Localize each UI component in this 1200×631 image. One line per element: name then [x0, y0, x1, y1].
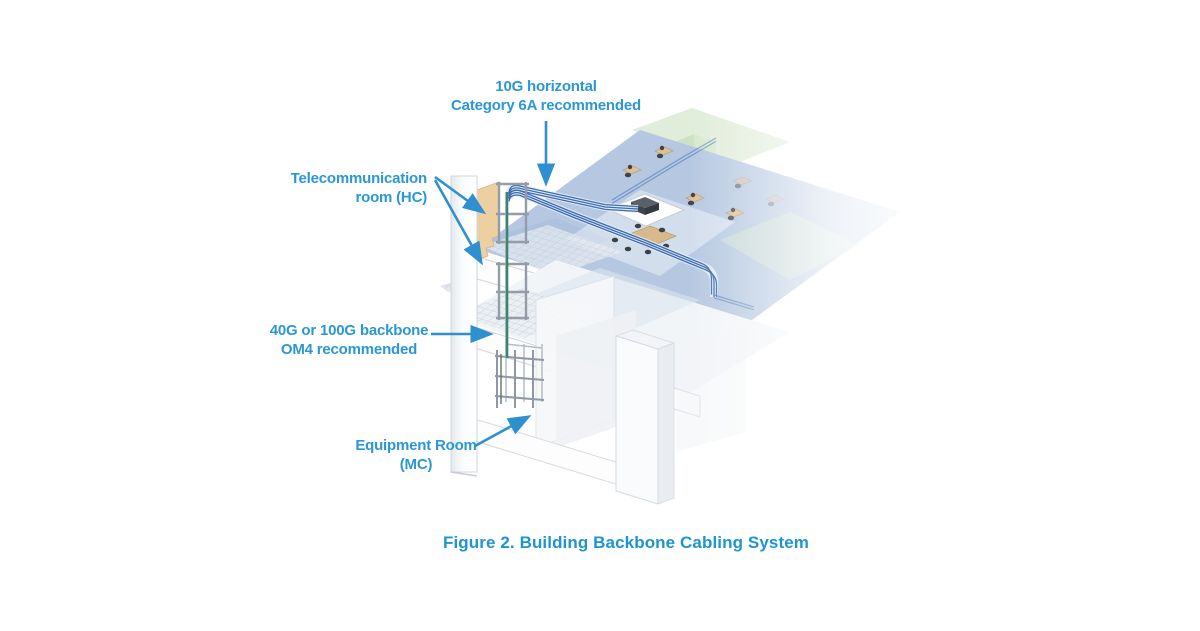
callout-line: 10G horizontal: [495, 78, 597, 95]
desk-cluster: [654, 145, 674, 159]
left-column: [450, 175, 478, 477]
callout-telecom-room: Telecommunication room (HC): [250, 169, 428, 207]
hc-rack-lower-floor: [496, 262, 529, 320]
callout-arrows: [431, 121, 556, 448]
telecom-upper-callout-arrow-icon: [434, 175, 487, 215]
callout-line: room (HC): [355, 189, 427, 206]
callout-line: Equipment Room: [355, 437, 477, 454]
center-column: [614, 329, 676, 505]
desk-cluster: [622, 164, 642, 178]
callout-line: Category 6A recommended: [451, 97, 641, 114]
callout-equipment-room: Equipment Room (MC): [346, 436, 486, 474]
backbone-riser-cable: [505, 192, 509, 358]
callout-line: OM4 recommended: [280, 341, 418, 358]
fade-overlay: [690, 0, 1200, 631]
equipment-callout-arrow-icon: [474, 415, 532, 448]
floor2-raised-floor-mesh: [481, 225, 622, 276]
telecom-lower-callout-arrow-icon: [433, 179, 483, 266]
callout-horizontal-cabling: 10G horizontal Category 6A recommended: [430, 77, 662, 115]
hc-rack-upper-floor: [496, 182, 529, 244]
callout-line: 40G or 100G backbone: [269, 322, 429, 339]
zone-box-platform: [605, 193, 686, 227]
figure-caption: Figure 2. Building Backbone Cabling Syst…: [443, 533, 809, 552]
callout-line: Telecommunication: [290, 170, 428, 187]
callout-backbone-cabling: 40G or 100G backbone OM4 recommended: [262, 321, 436, 359]
callout-line: (MC): [399, 456, 433, 473]
